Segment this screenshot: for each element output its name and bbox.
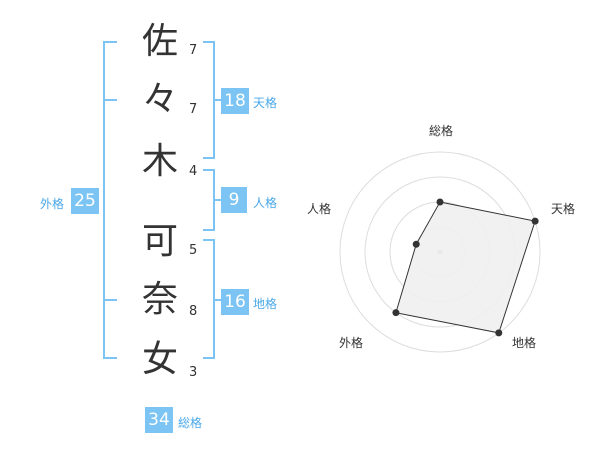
radar-point xyxy=(531,217,539,225)
radar-axis-label: 総格 xyxy=(429,124,454,138)
stroke-count: 5 xyxy=(189,243,198,258)
radar-point xyxy=(392,309,400,317)
gaikaku-bracket xyxy=(103,41,117,359)
name-char: 可 xyxy=(141,221,178,262)
radar-axis-label: 外格 xyxy=(339,336,364,350)
radar-axis-label: 天格 xyxy=(551,202,576,216)
radar-point xyxy=(436,198,444,206)
radar-axis-label: 地格 xyxy=(512,336,537,350)
name-char: 木 xyxy=(141,141,178,182)
name-char: 佐 xyxy=(141,21,178,62)
jinkaku-label: 人格 xyxy=(253,196,278,210)
radar-axis-label: 人格 xyxy=(307,202,332,216)
stroke-count: 8 xyxy=(189,304,198,319)
gaikaku-label: 外格 xyxy=(40,197,65,211)
chikaku-value: 16 xyxy=(221,289,249,315)
stroke-count: 7 xyxy=(189,43,198,58)
tenkaku-label: 天格 xyxy=(253,96,278,110)
stroke-count: 3 xyxy=(189,365,198,380)
jinkaku-value: 9 xyxy=(221,187,247,213)
soukaku-label: 総格 xyxy=(178,416,203,430)
name-char: 女 xyxy=(141,339,178,380)
name-char: 奈 xyxy=(141,279,178,320)
tenkaku-value: 18 xyxy=(221,88,249,114)
stroke-count: 7 xyxy=(189,102,198,117)
gaikaku-value: 25 xyxy=(71,188,99,214)
radar-point xyxy=(495,329,503,337)
soukaku-value: 34 xyxy=(145,407,173,433)
radar-grid-ring xyxy=(339,151,541,353)
name-char: 々 xyxy=(141,79,178,120)
chikaku-label: 地格 xyxy=(253,297,278,311)
radar-area xyxy=(395,201,536,334)
radar-point xyxy=(412,240,420,248)
stroke-count: 4 xyxy=(189,164,198,179)
